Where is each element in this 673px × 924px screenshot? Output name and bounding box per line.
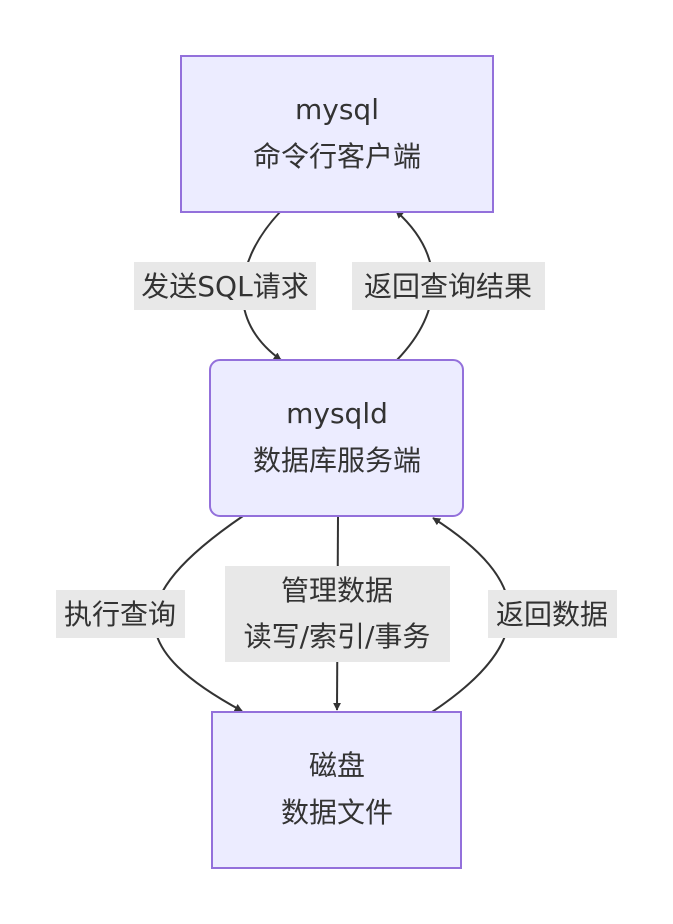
edge-label-send-sql-text: 发送SQL请求 <box>141 270 308 303</box>
node-mysqld-server: mysqld 数据库服务端 <box>209 359 464 517</box>
edge-label-manage-data-line1: 管理数据 <box>281 574 393 607</box>
node-mysql-client-title: mysql <box>295 93 379 126</box>
node-mysql-client: mysql 命令行客户端 <box>180 55 494 213</box>
node-mysqld-server-title: mysqld <box>286 397 388 430</box>
node-disk-subtitle: 数据文件 <box>281 796 393 829</box>
edge-label-manage-data: 管理数据 读写/索引/事务 <box>225 566 450 662</box>
edge-label-execute-query-text: 执行查询 <box>64 598 176 631</box>
edge-label-return-result-text: 返回查询结果 <box>364 270 532 303</box>
node-disk: 磁盘 数据文件 <box>211 711 462 869</box>
node-mysql-client-subtitle: 命令行客户端 <box>253 140 421 173</box>
edge-label-return-data-text: 返回数据 <box>496 598 608 631</box>
node-disk-title: 磁盘 <box>309 749 365 782</box>
edge-label-manage-data-line2: 读写/索引/事务 <box>244 620 431 653</box>
edge-label-execute-query: 执行查询 <box>56 590 185 638</box>
edge-label-return-result: 返回查询结果 <box>352 262 545 310</box>
edge-label-return-data: 返回数据 <box>488 590 617 638</box>
edge-label-send-sql: 发送SQL请求 <box>134 262 316 310</box>
node-mysqld-server-subtitle: 数据库服务端 <box>253 444 421 477</box>
